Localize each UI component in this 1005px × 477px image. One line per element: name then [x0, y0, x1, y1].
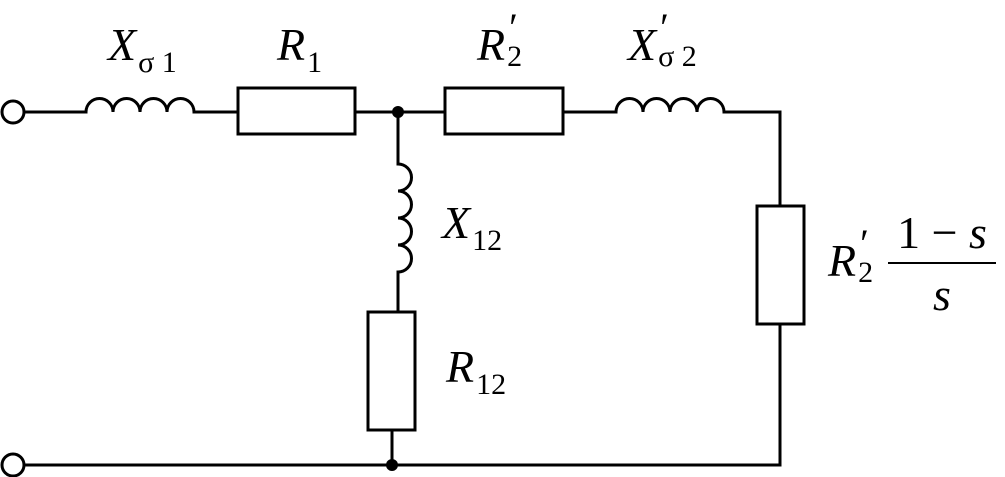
label-r12: R12: [446, 341, 507, 401]
load-fraction-numerator: 1 − s: [897, 207, 987, 258]
resistor-r12: [366, 310, 417, 432]
inductor-x12: [397, 162, 413, 274]
node-top: [392, 106, 404, 118]
label-x-sigma1: Xσ 1: [108, 19, 177, 79]
label-r1: R1: [277, 19, 323, 79]
load-fraction: 1 − s s: [888, 208, 996, 320]
inductor-x-sigma2-prime: [614, 97, 726, 113]
label-r2-prime: R′2: [477, 5, 523, 73]
label-x12: X12: [442, 197, 503, 257]
resistor-r1: [236, 86, 357, 136]
load-fraction-denominator: s: [933, 269, 951, 320]
inductor-x-sigma1: [84, 97, 196, 113]
resistor-r2-prime: [443, 86, 565, 136]
terminal-top[interactable]: [0, 99, 26, 125]
label-x-sigma2-prime: X′σ 2: [628, 5, 697, 73]
node-bottom: [386, 459, 398, 471]
label-load-resistor: R′2: [828, 221, 874, 289]
load-fraction-bar: [888, 262, 996, 264]
terminal-bottom[interactable]: [0, 452, 26, 477]
resistor-load: [755, 204, 806, 326]
